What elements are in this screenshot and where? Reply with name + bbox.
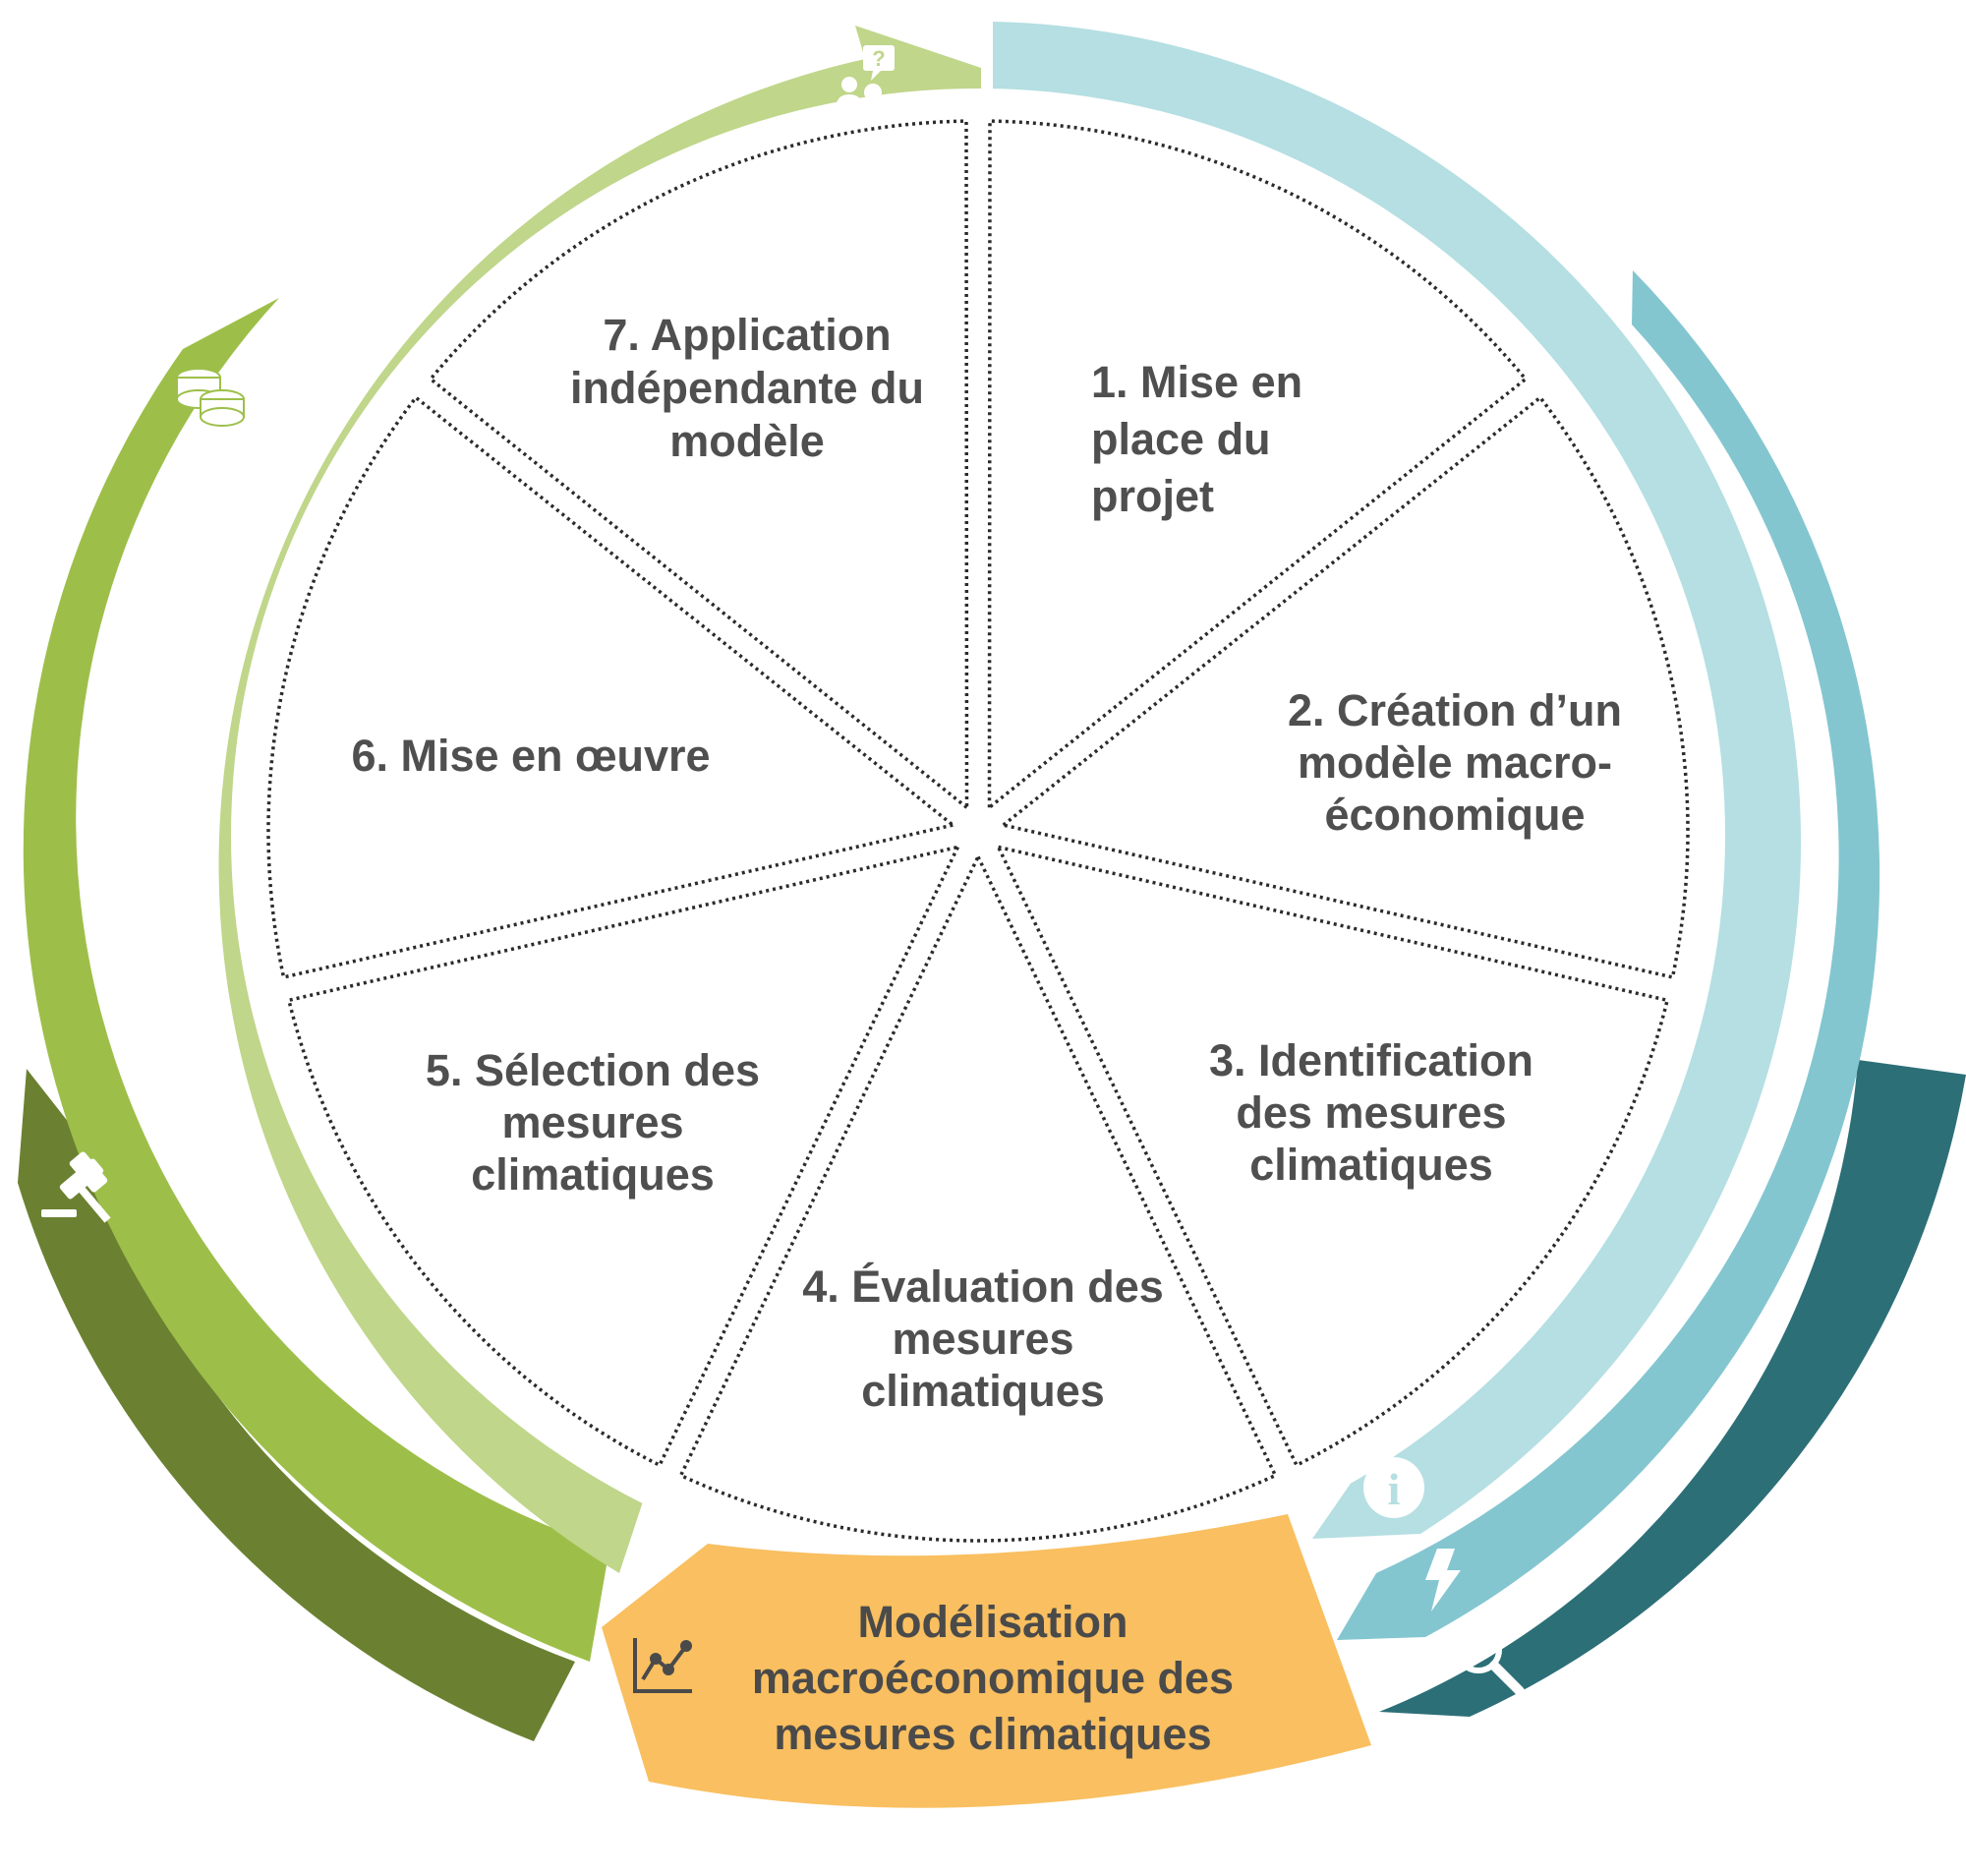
ring-mid-teal: [1337, 270, 1880, 1640]
segment-2[interactable]: 2. Création d’un modèle macro- économiqu…: [1288, 685, 1622, 840]
segment-4-line-2: mesures: [892, 1314, 1073, 1364]
center-banner-line-1: Modélisation: [857, 1597, 1128, 1647]
info-icon: i: [1363, 1457, 1424, 1518]
segment-wedge-6: [266, 394, 957, 980]
segment-2-line-2: modèle macro-: [1298, 737, 1612, 788]
segment-5-line-1: 5. Sélection des: [426, 1045, 760, 1095]
gavel-icon: [41, 1151, 111, 1223]
segment-wedge-1: [987, 119, 1529, 811]
segment-7-line-3: modèle: [669, 416, 825, 466]
ring-dark-teal: [1379, 1060, 1966, 1717]
segment-wedge-4: [678, 852, 1278, 1543]
segment-5-line-2: mesures: [501, 1097, 683, 1147]
segment-7-line-1: 7. Application: [603, 310, 891, 360]
segment-7-line-2: indépendante du: [570, 363, 924, 413]
center-banner[interactable]: Modélisation macroéconomique des mesures…: [602, 1514, 1371, 1808]
segment-3-line-1: 3. Identification: [1209, 1035, 1533, 1085]
segment-2-line-3: économique: [1324, 790, 1585, 840]
segment-wedge-2: [999, 394, 1690, 980]
svg-text:?: ?: [872, 46, 885, 71]
ring-mid-green: [23, 298, 609, 1662]
segment-wedges: [266, 119, 1690, 1543]
segment-4-line-3: climatiques: [861, 1366, 1105, 1416]
segment-2-line-1: 2. Création d’un: [1288, 685, 1622, 735]
center-banner-line-2: macroéconomique des: [752, 1653, 1234, 1703]
segment-wedge-3: [995, 844, 1670, 1468]
segment-1[interactable]: 1. Mise en place du projet: [1091, 357, 1302, 521]
center-banner-shape: [602, 1514, 1371, 1808]
coins-icon: [176, 368, 245, 427]
stakeholders-question-icon: ?: [836, 45, 895, 120]
center-banner-line-3: mesures climatiques: [774, 1709, 1211, 1759]
segment-3-line-3: climatiques: [1249, 1140, 1493, 1190]
segment-1-line-2: place du: [1091, 414, 1271, 464]
segment-4[interactable]: 4. Évaluation des mesures climatiques: [802, 1261, 1164, 1416]
segment-wedge-5: [286, 844, 961, 1468]
segment-6-line-1: 6. Mise en œuvre: [351, 731, 710, 781]
segment-4-line-1: 4. Évaluation des: [802, 1261, 1164, 1312]
segment-3[interactable]: 3. Identification des mesures climatique…: [1209, 1035, 1533, 1190]
line-chart-icon: [633, 1638, 692, 1693]
segment-5[interactable]: 5. Sélection des mesures climatiques: [426, 1045, 760, 1200]
svg-text:i: i: [1388, 1464, 1401, 1514]
segment-5-line-3: climatiques: [471, 1149, 715, 1200]
segment-6[interactable]: 6. Mise en œuvre: [351, 731, 710, 781]
segment-1-line-3: projet: [1091, 471, 1214, 521]
segment-1-line-1: 1. Mise en: [1091, 357, 1302, 407]
segment-7[interactable]: 7. Application indépendante du modèle: [570, 310, 924, 466]
segment-wedge-7: [428, 119, 969, 811]
magnifier-icon: [1455, 1626, 1525, 1696]
segment-3-line-2: des mesures: [1236, 1087, 1506, 1138]
ring-light-teal: [993, 22, 1802, 1539]
lightning-icon: [1425, 1549, 1461, 1612]
